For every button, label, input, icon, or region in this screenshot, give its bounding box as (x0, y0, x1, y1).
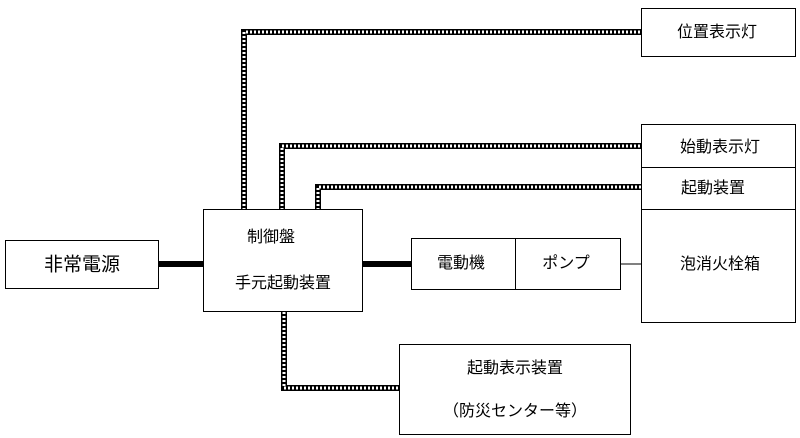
emergency-power-box (5, 240, 159, 289)
motor-box (411, 238, 516, 290)
motor-label: 電動機 (436, 253, 486, 272)
start-display-box (399, 344, 631, 435)
position-lamp-box (641, 8, 796, 57)
manual-start-label: 手元起動装置 (234, 273, 332, 292)
foam-hydrant-box (641, 209, 796, 323)
disaster-center-label: （防災センター等） (442, 401, 588, 420)
start-device-box (641, 167, 796, 210)
pump-label: ポンプ (542, 253, 590, 272)
position-lamp-label: 位置表示灯 (676, 22, 758, 41)
start-device-label: 起動装置 (680, 178, 746, 197)
emergency-power-label: 非常電源 (43, 253, 121, 276)
control-panel-box (203, 209, 363, 312)
pump-box (515, 238, 621, 290)
signal-wire-start-device (315, 184, 642, 210)
start-display-label: 起動表示装置 (466, 358, 564, 377)
signal-wire-start-indicator (279, 143, 642, 210)
foam-hydrant-label: 泡消火栓箱 (679, 254, 761, 273)
signal-wire-start-display (281, 312, 400, 391)
start-indicator-lamp-label: 始動表示灯 (679, 137, 761, 156)
signal-wire-position-lamp (241, 29, 642, 210)
control-panel-label: 制御盤 (246, 227, 296, 246)
